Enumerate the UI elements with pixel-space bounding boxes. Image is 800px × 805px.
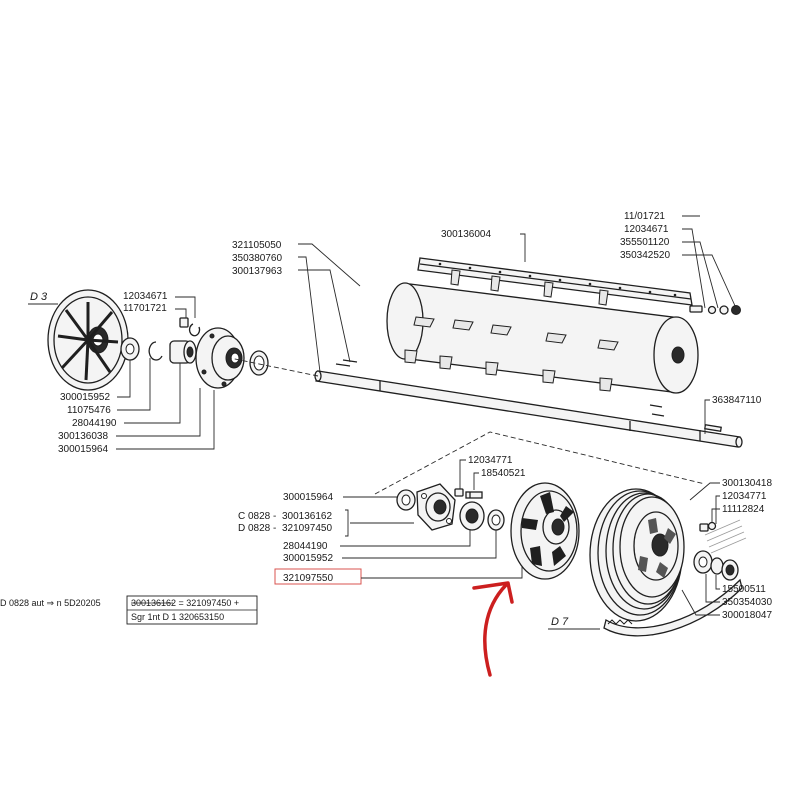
annotation-arrow: [472, 581, 514, 677]
bracket: [345, 509, 349, 537]
spoked-disc-d3: [47, 289, 129, 391]
part-number: 300136004: [441, 229, 491, 240]
note-row-2: Sgr 1nt D 1 320653150: [131, 612, 224, 622]
bolt-hardware: [689, 305, 741, 315]
part-number: 300015964: [283, 492, 333, 503]
part-number: 12034671: [123, 291, 168, 302]
part-number: 355501120: [620, 237, 670, 248]
seal-ring-d3: [249, 350, 269, 376]
highlight-box: [274, 568, 362, 585]
part-number: 321105050: [232, 240, 282, 251]
part-number: 300015952: [283, 553, 333, 564]
part-number: 28044190: [283, 541, 328, 552]
flange-housing: [416, 483, 456, 531]
part-number: 350380760: [232, 253, 282, 264]
part-number-prefix: C 0828 -: [238, 511, 276, 522]
rasp-bars: [404, 269, 619, 392]
part-number: 12034771: [722, 491, 767, 502]
leader-lines-shaft-top: [298, 233, 526, 373]
part-number: 350354030: [722, 597, 772, 608]
seal-mid: [487, 509, 505, 531]
part-number: 300136038: [58, 431, 108, 442]
screw-d3: [179, 317, 201, 337]
spoked-pulley: [510, 482, 580, 580]
part-number: 300130418: [722, 478, 772, 489]
note-left: D 0828 aut ⇒ n 5D20205: [0, 598, 101, 608]
circlip-d3: [148, 341, 163, 361]
part-number: 350342520: [620, 250, 670, 261]
part-number: 300137963: [232, 266, 282, 277]
part-number: 15500511: [722, 584, 766, 595]
part-number: 363847110: [712, 395, 762, 406]
part-number: 18540521: [481, 468, 526, 479]
screws-mid: [454, 488, 483, 499]
part-number: 11075476: [67, 405, 111, 416]
note-row-1: 300136162 = 321097450 +: [131, 598, 239, 608]
part-number: 300136162: [282, 511, 332, 522]
part-number: 11112824: [722, 504, 765, 515]
note-box: [126, 595, 258, 625]
v-belt: [603, 578, 743, 637]
part-number: 321097450: [282, 523, 332, 534]
right-hardware: [693, 521, 739, 581]
v-belt-pulley: [589, 488, 685, 622]
part-number: 300015952: [60, 392, 110, 403]
washer-mid: [396, 489, 416, 511]
part-number-prefix: D 0828 -: [238, 523, 276, 534]
rasp-cylinder: [386, 282, 699, 394]
section-label-d7: D 7: [551, 616, 569, 628]
angle-strip: [417, 257, 693, 306]
axis-line-left: [229, 357, 319, 377]
leader-line-shaft-right: [704, 399, 710, 434]
part-number: 300018047: [722, 610, 772, 621]
part-number: 28044190: [72, 418, 117, 429]
exploded-plane: [374, 431, 706, 495]
part-number: 12034771: [468, 455, 513, 466]
washer-d3: [120, 337, 140, 361]
section-label-d3: D 3: [30, 291, 48, 303]
part-number: 300015964: [58, 444, 108, 455]
hatching: [704, 519, 747, 554]
bearing-mid: [459, 501, 485, 531]
part-number-highlighted: 321097550: [283, 573, 333, 584]
part-number: 12034671: [624, 224, 669, 235]
part-number: 11/01721: [624, 211, 665, 222]
leader-lines-right: [681, 482, 720, 616]
hub-d3: [195, 327, 245, 389]
leader-lines-left: [116, 296, 215, 450]
part-number: 11701721: [123, 303, 167, 314]
bearing-d3: [169, 340, 197, 364]
leader-lines-right-top: [682, 215, 737, 309]
